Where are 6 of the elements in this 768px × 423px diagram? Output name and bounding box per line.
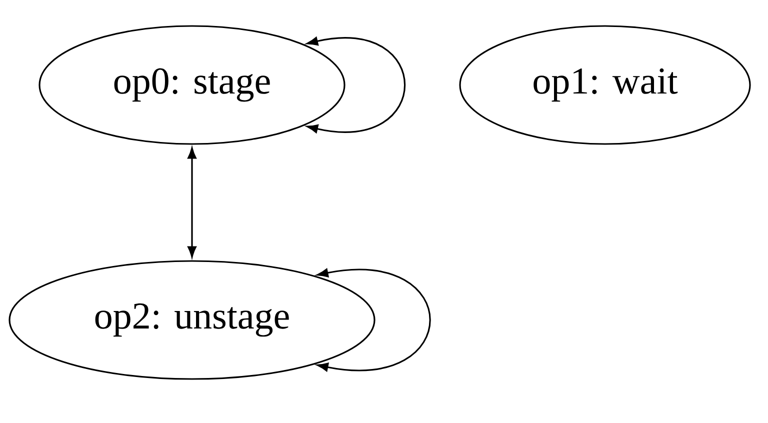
ellipse-node: op0: stage xyxy=(38,25,346,145)
arrow xyxy=(188,147,196,258)
ellipse-node: op1: wait xyxy=(459,25,751,145)
arrow xyxy=(306,36,406,134)
ellipse-node: op2: unstage xyxy=(8,260,376,380)
arrow xyxy=(316,268,431,372)
